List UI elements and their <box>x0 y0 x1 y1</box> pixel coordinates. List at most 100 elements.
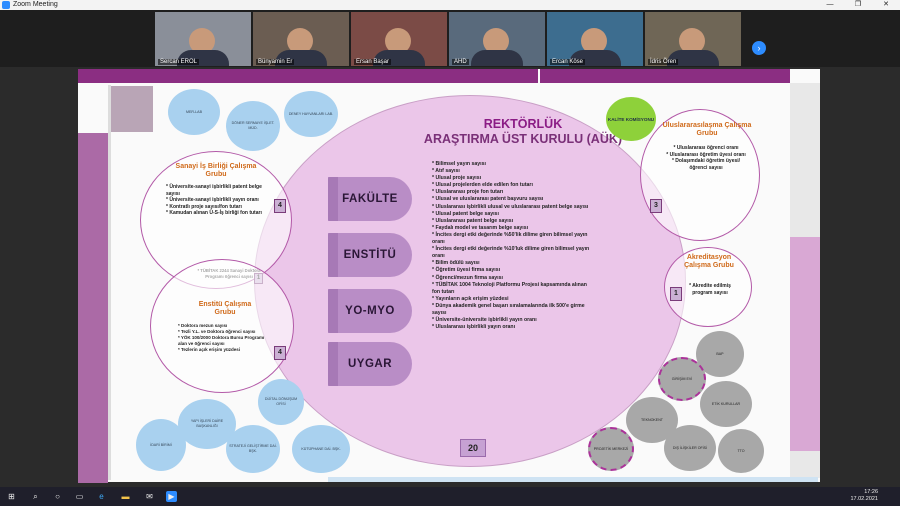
decorative-bottom-strip <box>328 477 818 482</box>
metric-item: * Bilim ödülü sayısı <box>432 260 480 267</box>
windows-logo-icon[interactable]: ⊞ <box>8 492 15 501</box>
unit-pill-fakulte: FAKÜLTE <box>328 177 412 221</box>
participant-tile[interactable]: AHD <box>449 12 545 66</box>
metric-item: * Uluslararası işbirlikli yayın oranı <box>432 324 516 331</box>
task-view-icon[interactable]: ▭ <box>75 492 84 501</box>
zoom-taskbar-icon[interactable]: ▶ <box>166 491 177 502</box>
metric-item: * İncites dergi etki değerinde %10'luk d… <box>432 246 590 260</box>
maximize-button[interactable]: ❐ <box>854 1 862 8</box>
metric-item: * İncites dergi etki değerinde %50'lik d… <box>432 231 588 246</box>
participant-name: Sercan EROL <box>158 59 200 65</box>
next-page-button[interactable]: › <box>752 41 766 55</box>
kalite-komisyonu-bubble: KALİTE KOMİSYONU <box>606 97 656 141</box>
unit-pill-yo-myo: YO-MYO <box>328 289 412 333</box>
mail-icon[interactable]: ✉ <box>146 492 153 501</box>
sanayi-group-items: * Üniversite-sanayi işbirlikli patent be… <box>166 184 276 217</box>
unit-bubble: DENEY HAYVANLARI LAB. <box>284 91 338 137</box>
participant-body <box>667 50 719 66</box>
close-button[interactable]: ✕ <box>883 1 889 8</box>
metric-item: * Bilimsel yayın sayısı <box>432 161 486 167</box>
enstitu-count-badge: 4 <box>274 346 286 360</box>
group-item: * Üniversite-sanayi işbirlikli patent be… <box>166 184 262 197</box>
window-controls: — ❐ ✕ <box>816 0 900 10</box>
edge-icon[interactable]: e <box>99 492 104 501</box>
group-item: * Tezli Y.L. ve Doktora öğrenci sayısı <box>178 329 256 334</box>
chevron-right-icon: › <box>757 43 761 53</box>
uluslararasi-group-title: Uluslararasılaşma Çalışma Grubu <box>662 122 752 137</box>
metric-item: * Atıf sayısı <box>432 168 460 175</box>
shared-screen: MER-LAB DÖNER SERMAYE İŞLET. MÜD. DENEY … <box>0 67 900 487</box>
window-titlebar: Zoom Meeting — ❐ ✕ <box>0 0 900 10</box>
group-item: * Kamudan alınan Ü-S-İş birliği fon tuta… <box>166 210 262 217</box>
group-item: * Üniversite-sanayi işbirlikli yayın ora… <box>166 197 259 204</box>
participant-name: Ersan Başar <box>354 59 392 65</box>
group-item: * Doktora mezun sayısı <box>178 323 228 328</box>
search-icon[interactable]: ⌕ <box>33 492 38 501</box>
metric-item: * Faydalı model ve tasarım belge sayısı <box>432 224 529 231</box>
participant-tile[interactable]: Ercan Köse <box>547 12 643 66</box>
unit-bubble: ETİK KURULLAR <box>700 381 752 427</box>
group-item: * Tezlerin açık erişim yüzdesi <box>178 347 240 352</box>
participant-avatar <box>287 28 313 54</box>
zoom-app-icon <box>2 1 10 9</box>
metric-item: * TÜBİTAK 1004 Teknoloji Platformu Proje… <box>432 281 587 295</box>
window-title: Zoom Meeting <box>13 1 58 8</box>
group-item: * Uluslararası öğrenci oranı <box>673 145 739 151</box>
participant-avatar <box>385 28 411 54</box>
windows-taskbar: ⊞ ⌕ ○ ▭ e ▬ ✉ ▶ 17:26 17.02.2021 <box>0 487 900 506</box>
divider <box>108 85 111 480</box>
metric-item: * Öğretim üyesi firma sayısı <box>432 267 501 274</box>
unit-bubble: MER-LAB <box>168 89 220 135</box>
group-item: * Akredite edilmiş program sayısı <box>689 283 731 296</box>
slide-header-band <box>78 69 538 83</box>
participant-video-strip: Sercan EROL Bünyamin Er Ersan Başar AHD … <box>0 10 900 67</box>
unit-bubble: GİRİŞİM EVİ <box>658 357 706 401</box>
uluslararasi-group-items: * Uluslararası öğrenci oranı * Uluslarar… <box>666 145 746 171</box>
participant-avatar <box>679 28 705 54</box>
unit-pill-uygar: UYGAR <box>328 342 412 386</box>
metric-item: * Ulusal projelerden elde edilen fon tut… <box>432 182 533 189</box>
enstitu-group-title: Enstitü Çalışma Grubu <box>198 301 252 316</box>
participant-tile[interactable]: İdris Ören <box>645 12 741 66</box>
sanayi-count-badge: 4 <box>274 199 286 213</box>
slide-header-band <box>540 69 790 83</box>
uluslararasi-group-circle <box>640 109 760 241</box>
uluslararasi-count-badge: 3 <box>650 199 662 213</box>
unit-bubble: PROJETİK MERKEZİ <box>588 427 634 471</box>
participant-tile[interactable]: Bünyamin Er <box>253 12 349 66</box>
participant-tile[interactable]: Ersan Başar <box>351 12 447 66</box>
participant-body <box>471 50 523 66</box>
participant-name: Bünyamin Er <box>256 59 295 65</box>
unit-bubble: DİJİTAL DÖNÜŞÜM OFİSİ <box>258 379 304 425</box>
metric-item: * Öğrenci/mezun firma sayısı <box>432 274 503 281</box>
metric-item: * Uluslararası proje fon tutarı <box>432 189 504 196</box>
metric-item: * Ulusal proje sayısı <box>432 175 482 182</box>
group-item: * Uluslararası öğretim üyesi oranı <box>666 151 746 158</box>
slide-title: REKTÖRLÜK <box>483 117 563 131</box>
cortana-icon[interactable]: ○ <box>55 492 60 501</box>
unit-bubble: İDARİ BİRİMİ <box>136 419 186 471</box>
metric-item: * Ulusal ve uluslararası patent başvuru … <box>432 196 544 203</box>
unit-pill-enstitu: ENSTİTÜ <box>328 233 412 277</box>
rectorate-ellipse <box>254 95 686 467</box>
presentation-slide: MER-LAB DÖNER SERMAYE İŞLET. MÜD. DENEY … <box>78 69 820 483</box>
decorative-right-bar <box>790 237 820 451</box>
metric-item: * Üniversite-üniversite işbirlikli yayın… <box>432 317 537 324</box>
unit-bubble: DÖNER SERMAYE İŞLET. MÜD. <box>226 101 280 151</box>
slide-subtitle: ARAŞTIRMA ÜST KURULU (AÜK) <box>423 132 623 146</box>
metric-item: * Ulusal patent belge sayısı <box>432 210 499 217</box>
participant-name: Ercan Köse <box>550 59 586 65</box>
participant-avatar <box>581 28 607 54</box>
minimize-button[interactable]: — <box>826 1 834 8</box>
akreditasyon-group-items: * Akredite edilmiş program sayısı <box>682 283 738 296</box>
participant-tile[interactable]: Sercan EROL <box>155 12 251 66</box>
clock-time: 17:26 <box>864 489 878 495</box>
metric-item: * Uluslararası patent belge sayısı <box>432 217 514 224</box>
group-item: * YÖK 100/2000 Doktora Bursu Programı al… <box>178 335 265 346</box>
enstitu-group-circle <box>150 259 294 393</box>
system-clock[interactable]: 17:26 17.02.2021 <box>850 489 878 503</box>
file-explorer-icon[interactable]: ▬ <box>121 492 130 501</box>
participant-name: İdris Ören <box>648 59 679 65</box>
akreditasyon-group-title: Akreditasyon Çalışma Grubu <box>684 254 734 269</box>
akreditasyon-count-badge: 1 <box>670 287 682 301</box>
